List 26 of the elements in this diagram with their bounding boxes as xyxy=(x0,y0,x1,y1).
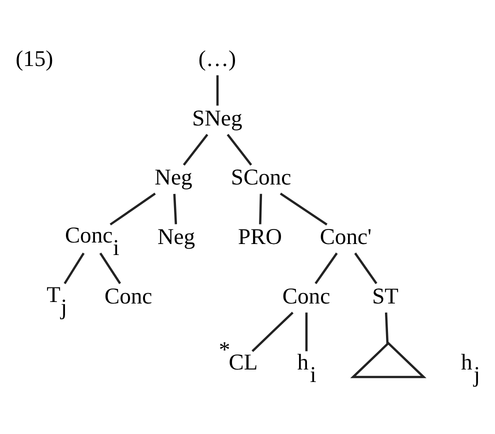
node-text: SConc xyxy=(230,164,292,190)
node-text: Conc xyxy=(282,282,330,308)
connector xyxy=(384,312,389,344)
node-text: Neg xyxy=(157,224,196,249)
connector xyxy=(173,193,178,224)
connector xyxy=(64,252,85,284)
connector xyxy=(182,133,208,166)
connector xyxy=(252,311,294,352)
connector xyxy=(216,74,219,106)
connector xyxy=(259,193,262,224)
node-text: Conc xyxy=(104,282,152,308)
connector xyxy=(110,192,156,225)
label: (15) xyxy=(16,46,54,71)
node-text: Neg xyxy=(154,164,192,190)
connector xyxy=(354,252,378,284)
node-triangle xyxy=(350,341,426,378)
node-text: SNeg xyxy=(192,104,242,130)
connector xyxy=(280,192,328,225)
connector xyxy=(226,133,252,166)
connector xyxy=(305,312,308,351)
connector xyxy=(99,252,122,284)
node-text: PRO xyxy=(238,224,282,249)
node-text: ST xyxy=(372,282,398,308)
node-text: Conc' xyxy=(320,224,372,249)
connector xyxy=(314,252,338,284)
node-text: (…) xyxy=(198,46,236,71)
